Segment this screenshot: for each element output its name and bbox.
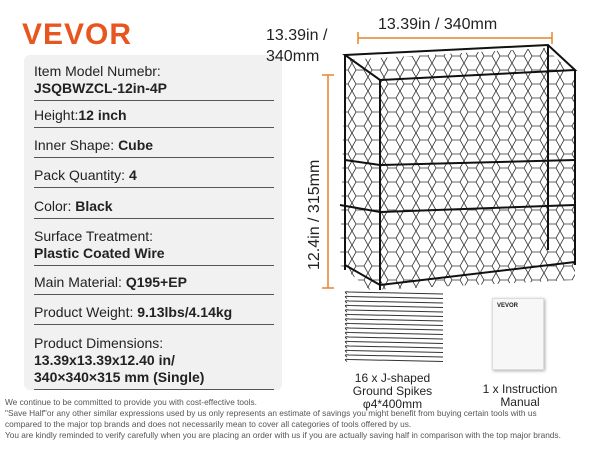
ground-spikes-icon — [344, 291, 444, 362]
spike — [344, 354, 444, 358]
spike — [344, 349, 444, 353]
manual-caption: 1 x Instruction Manual — [470, 383, 570, 409]
side-dimension-1: 13.39in / — [266, 27, 328, 44]
spike — [344, 309, 444, 313]
spec-value: Black — [75, 198, 113, 214]
spec-label: Product Weight: — [34, 304, 138, 320]
spec-label: Item Model Numebr: — [34, 63, 161, 79]
disclaimer-line: "Save Half"or any other similar expressi… — [5, 408, 537, 418]
brand-logo: VEVOR — [22, 18, 133, 51]
spike — [344, 322, 444, 326]
spike — [344, 340, 444, 344]
spec-label: Color: — [34, 198, 76, 214]
spec-value: JSQBWZCL-12in-4P — [34, 80, 168, 96]
caption-line: φ4*400mm — [362, 397, 423, 411]
spike — [344, 300, 444, 304]
spike — [344, 327, 444, 331]
disclaimer: We continue to be committed to provide y… — [5, 397, 561, 441]
spec-surface: Surface Treatment:Plastic Coated Wire — [34, 228, 274, 266]
spec-label: Height: — [34, 107, 79, 123]
spike — [344, 331, 444, 335]
spike — [344, 291, 444, 295]
spike — [344, 336, 444, 340]
spike — [344, 304, 444, 308]
manual-cover-logo: VEVOR — [497, 303, 519, 309]
spec-label: Inner Shape: — [34, 137, 119, 153]
caption-line: Ground Spikes — [352, 384, 433, 398]
disclaimer-line: compared to the major top brands and doe… — [5, 419, 412, 429]
top-dimension: 13.39in / 340mm — [378, 16, 498, 33]
spike — [344, 345, 444, 349]
caption-line: 1 x Instruction — [482, 382, 558, 396]
spec-inner-shape: Inner Shape: Cube — [34, 137, 274, 158]
caption-line: Manual — [500, 395, 540, 409]
spec-material: Main Material: Q195+EP — [34, 274, 274, 295]
spec-label: Product Dimensions: — [34, 335, 164, 351]
disclaimer-line: We continue to be committed to provide y… — [5, 397, 257, 407]
spec-height: Height:12 inch — [34, 107, 274, 128]
spec-dimensions: Product Dimensions:13.39x13.39x12.40 in/… — [34, 335, 274, 390]
spec-value: Plastic Coated Wire — [34, 245, 165, 261]
spec-model: Item Model Numebr:JSQBWZCL-12in-4P — [34, 63, 274, 101]
spec-panel: Item Model Numebr:JSQBWZCL-12in-4P Heigh… — [24, 55, 282, 390]
side-dimension-2: 340mm — [266, 48, 320, 65]
wire-basket — [339, 43, 578, 290]
dimension-lines — [322, 32, 553, 289]
spike — [344, 318, 444, 322]
disclaimer-line: You are kindly reminded to verify carefu… — [5, 430, 561, 440]
caption-line: 16 x J-shaped — [354, 371, 431, 385]
spec-value: 9.13lbs/4.14kg — [137, 304, 233, 320]
spike — [344, 358, 444, 362]
instruction-manual-icon: VEVOR — [492, 298, 544, 370]
spec-label: Surface Treatment: — [34, 228, 154, 244]
spec-label: Pack Quantity: — [34, 167, 129, 183]
spec-value: 340×340×315 mm (Single) — [34, 369, 205, 385]
spec-value: Cube — [118, 137, 154, 153]
spec-weight: Product Weight: 9.13lbs/4.14kg — [34, 304, 274, 325]
spec-label: Main Material: — [34, 274, 126, 290]
spikes-caption: 16 x J-shaped Ground Spikes φ4*400mm — [330, 372, 455, 411]
spec-pack-quantity: Pack Quantity: 4 — [34, 167, 274, 188]
spec-value: 13.39x13.39x12.40 in/ — [34, 352, 175, 368]
spike — [344, 313, 444, 317]
spec-color: Color: Black — [34, 198, 274, 219]
spec-value: 4 — [128, 167, 137, 183]
spec-value: 12 inch — [78, 107, 127, 123]
spike — [344, 295, 444, 299]
spec-value: Q195+EP — [125, 274, 187, 290]
